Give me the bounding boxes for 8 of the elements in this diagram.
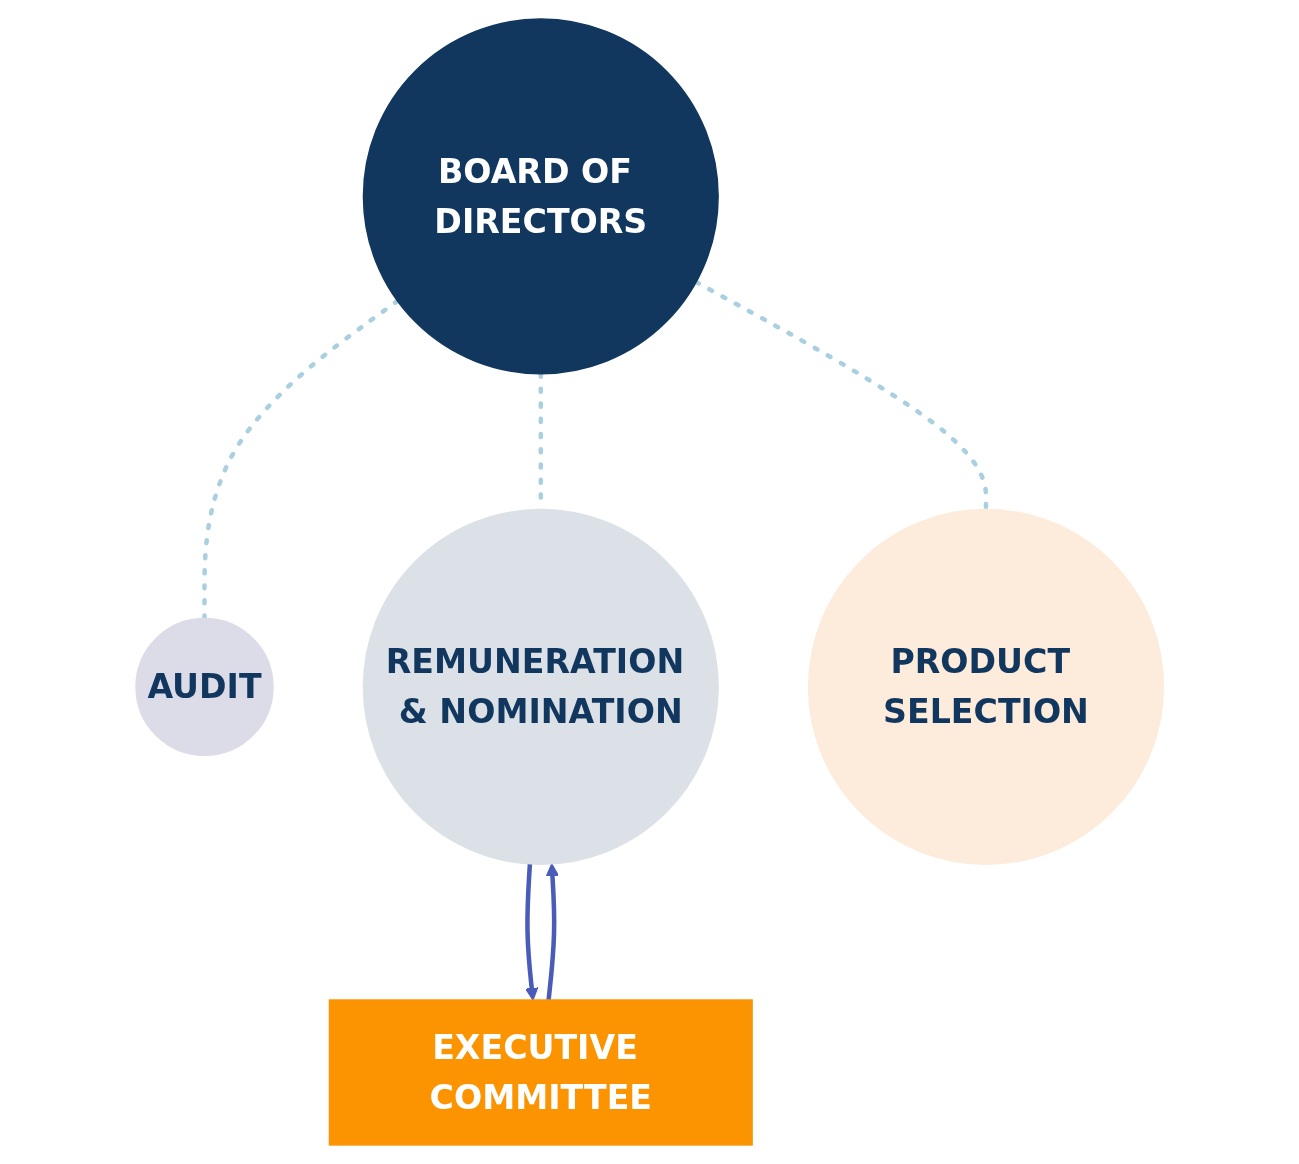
node-circle: AUDIT — [135, 617, 274, 757]
node-circle: PRODUCT SELECTION — [807, 508, 1164, 865]
arrow — [524, 863, 539, 1001]
node-circle: REMUNERATION & NOMINATION — [362, 508, 719, 865]
node-circle: BOARD OF DIRECTORS — [362, 18, 719, 375]
node-box: EXECUTIVE COMMITTEE — [328, 999, 753, 1146]
arrow — [545, 863, 559, 1001]
connector — [693, 279, 989, 512]
